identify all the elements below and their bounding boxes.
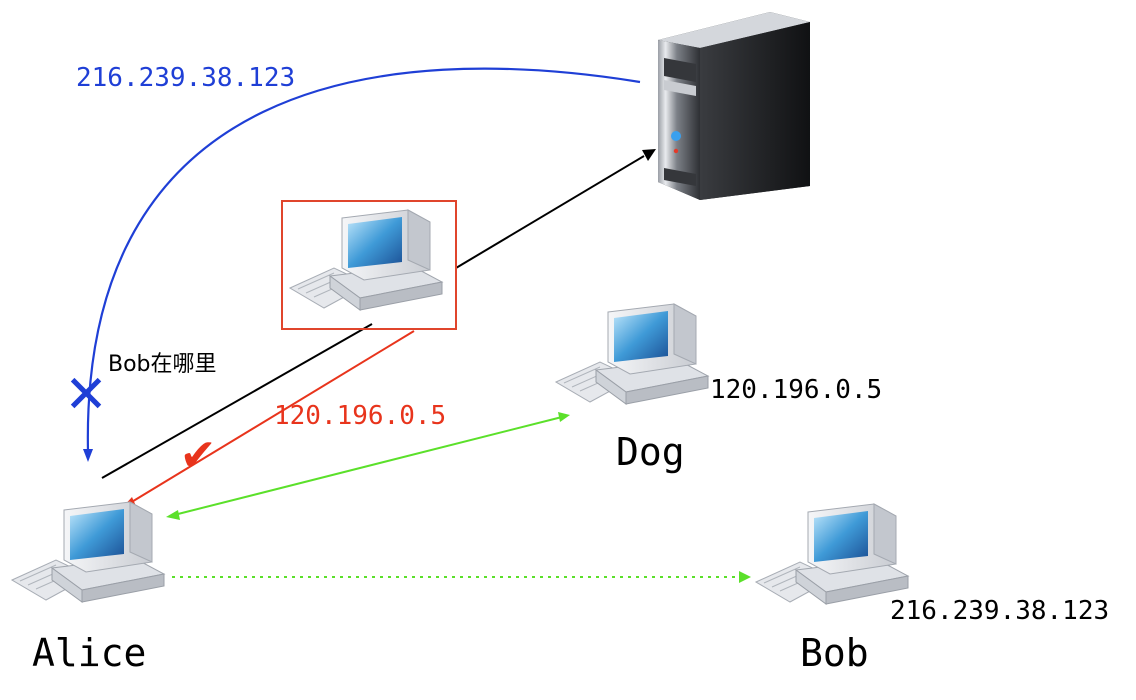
accepted-check-icon: ✔ [180, 430, 217, 481]
server-reply-label: 216.239.38.123 [76, 63, 295, 93]
request-line-alice-to-attacker [101, 323, 373, 479]
bob-name-label: Bob [800, 631, 869, 675]
server-reply-curve [86, 67, 641, 453]
dog-name-label: Dog [616, 430, 685, 474]
spoofed-reply-line [129, 330, 415, 504]
alice-bob-arrowhead [739, 571, 751, 583]
alice-name-label: Alice [32, 631, 146, 675]
alice-dog-link [173, 416, 563, 516]
bob-ip-label: 216.239.38.123 [890, 596, 1109, 626]
query-label: Bob在哪里 [108, 352, 217, 377]
attacker-computer-icon [289, 209, 443, 311]
bob-computer-icon [755, 503, 909, 605]
server-reply-arrowhead [83, 449, 93, 462]
dog-ip-label: 120.196.0.5 [710, 375, 882, 405]
dns-server-icon [658, 12, 810, 200]
spoofed-reply-label: 120.196.0.5 [274, 401, 446, 431]
blocked-cross-icon: ✕ [64, 365, 108, 425]
dog-computer-icon [555, 303, 709, 405]
alice-dog-arrowhead-left [166, 510, 180, 520]
alice-dog-arrowhead-right [558, 412, 570, 422]
request-line-to-server [455, 155, 645, 269]
attacker-highlight-box [281, 200, 457, 330]
request-arrowhead [642, 149, 656, 161]
alice-computer-icon [11, 501, 165, 603]
